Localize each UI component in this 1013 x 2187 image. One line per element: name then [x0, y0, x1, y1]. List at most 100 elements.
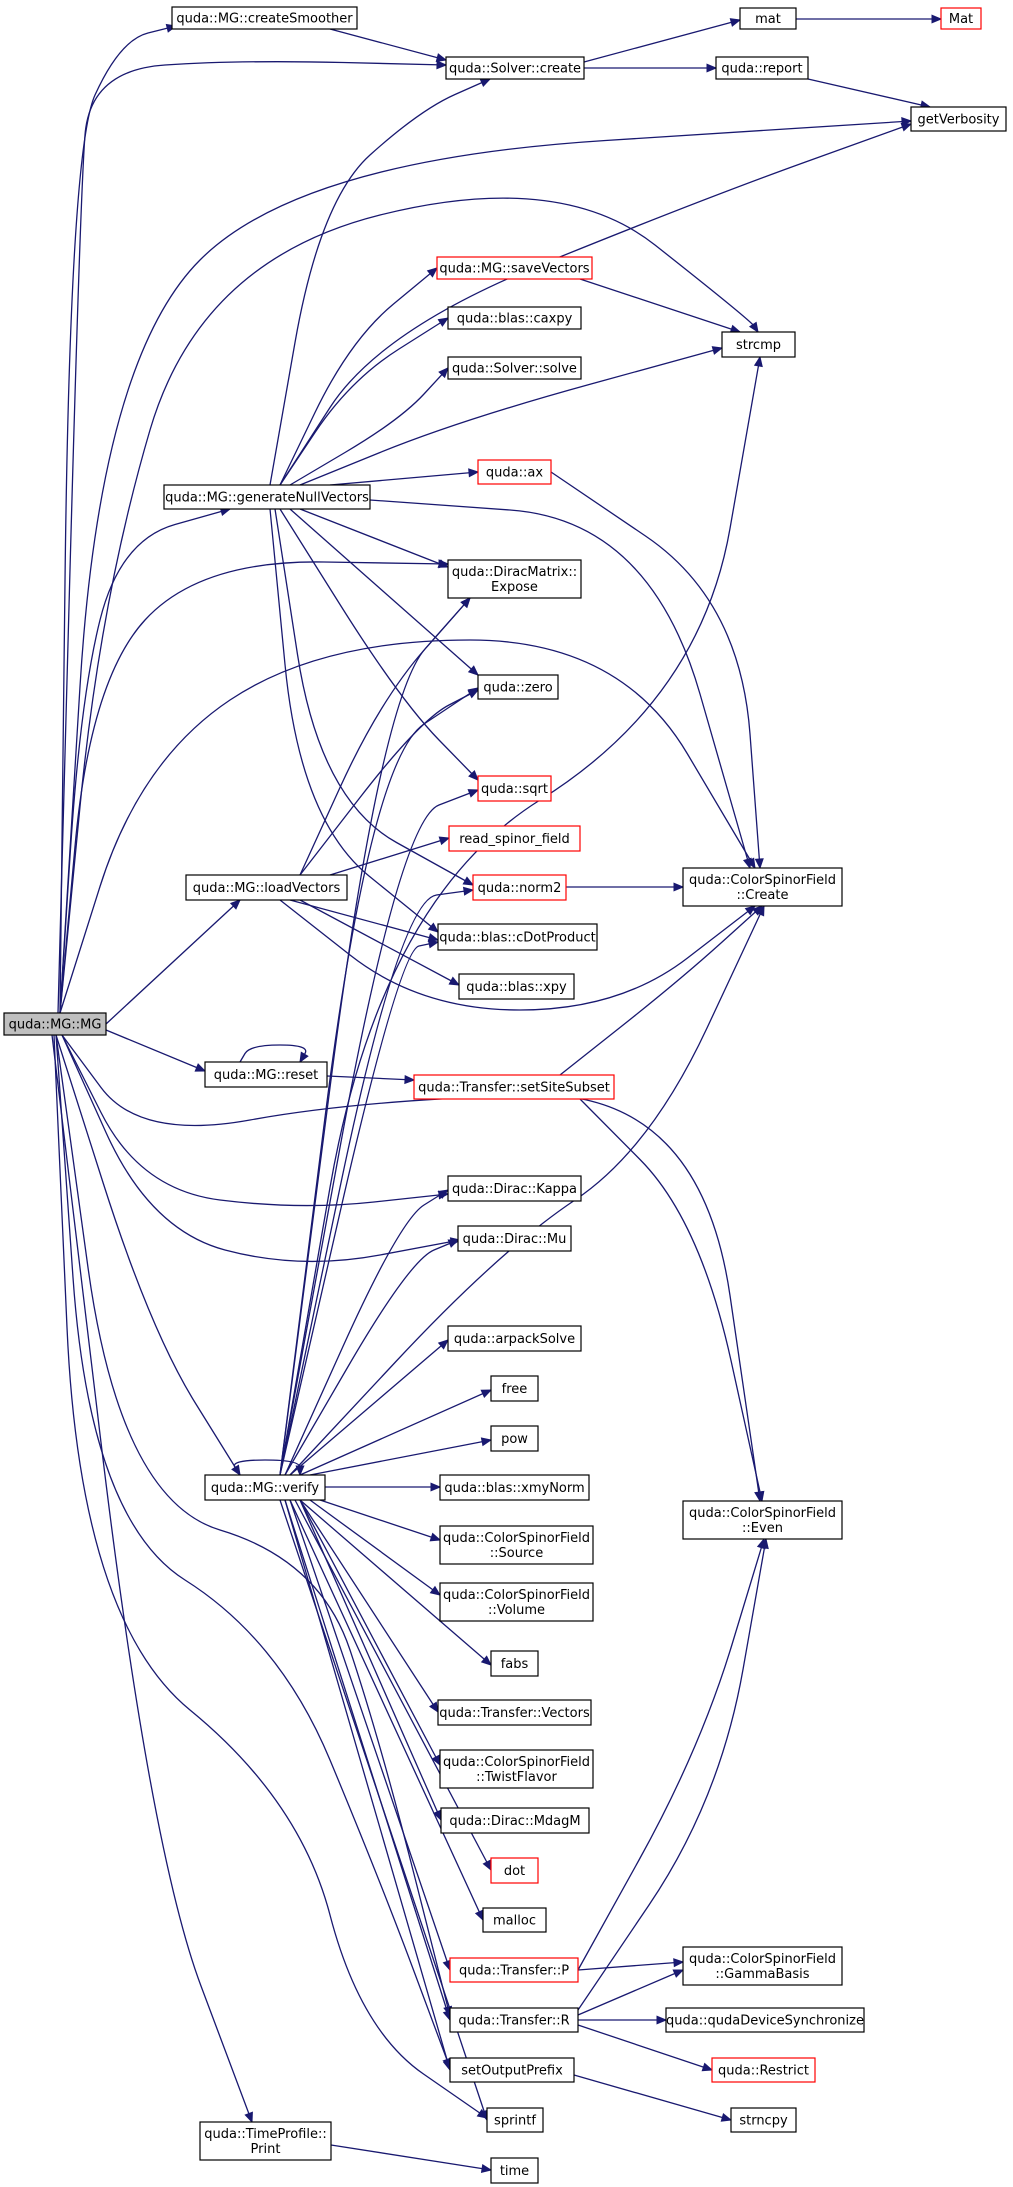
node-expose[interactable]: quda::DiracMatrix::Expose: [447, 559, 582, 599]
node-label: Expose: [491, 580, 538, 595]
node-fabs[interactable]: fabs: [490, 1650, 539, 1677]
node-time[interactable]: time: [490, 2157, 539, 2184]
node-ax[interactable]: quda::ax: [477, 459, 552, 485]
node-loadVectors[interactable]: quda::MG::loadVectors: [185, 874, 348, 901]
node-twist[interactable]: quda::ColorSpinorField::TwistFlavor: [439, 1749, 594, 1789]
edge-line: [279, 123, 912, 486]
node-strncpy[interactable]: strncpy: [730, 2107, 797, 2133]
node-genNull[interactable]: quda::MG::generateNullVectors: [163, 484, 371, 510]
node-solverSolve[interactable]: quda::Solver::solve: [447, 356, 582, 380]
edge-line: [577, 1969, 684, 2016]
node-label: quda::report: [721, 62, 802, 77]
edge-root-to-strcmp: [59, 197, 759, 1014]
edge-line: [299, 597, 471, 876]
edge-ax-to-csfCreate: [550, 471, 764, 870]
node-label: quda::MG::createSmoother: [176, 12, 353, 27]
node-pow[interactable]: pow: [490, 1425, 539, 1452]
edge-arrowhead: [429, 1701, 439, 1714]
edge-arrowhead: [427, 922, 439, 933]
node-arpack[interactable]: quda::arpackSolve: [447, 1325, 582, 1352]
node-kappa[interactable]: quda::Dirac::Kappa: [447, 1175, 582, 1202]
node-caxpy[interactable]: quda::blas::caxpy: [447, 306, 582, 330]
edge-arrowhead: [482, 1859, 492, 1872]
edge-loadVectors-to-xpy: [299, 899, 461, 986]
node-tvectors[interactable]: quda::Transfer::Vectors: [437, 1699, 592, 1726]
node-setSiteSubset[interactable]: quda::Transfer::setSiteSubset: [413, 1074, 615, 1100]
edge-line: [59, 508, 231, 1014]
node-setOutput[interactable]: setOutputPrefix: [449, 2057, 575, 2083]
edge-arrowhead: [462, 886, 475, 896]
edge-line: [55, 1034, 241, 1476]
node-mat[interactable]: mat: [739, 7, 797, 30]
node-Mat[interactable]: Mat: [940, 7, 982, 30]
node-xpy[interactable]: quda::blas::xpy: [458, 973, 575, 1000]
node-dot[interactable]: dot: [490, 1857, 539, 1884]
edge-verify-to-cDot: [279, 939, 440, 1476]
edge-line: [284, 1499, 451, 2071]
node-norm2[interactable]: quda::norm2: [472, 874, 567, 901]
edge-line: [274, 508, 474, 886]
node-solverCreate[interactable]: quda::Solver::create: [445, 56, 585, 80]
node-box: [490, 1650, 539, 1677]
edge-line: [239, 1044, 307, 1063]
node-getVerbosity[interactable]: getVerbosity: [910, 106, 1007, 132]
edge-line: [309, 1499, 441, 1596]
node-label: quda::arpackSolve: [454, 1332, 575, 1347]
edge-line: [279, 356, 761, 1476]
node-box: [448, 825, 581, 852]
node-xmyNorm[interactable]: quda::blas::xmyNorm: [439, 1474, 590, 1501]
node-sprintf[interactable]: sprintf: [486, 2107, 544, 2133]
node-malloc[interactable]: malloc: [482, 1907, 547, 1933]
node-verify[interactable]: quda::MG::verify: [204, 1474, 326, 1501]
node-report[interactable]: quda::report: [715, 56, 809, 80]
node-reset[interactable]: quda::MG::reset: [204, 1061, 328, 1088]
node-even[interactable]: quda::ColorSpinorField::Even: [682, 1500, 843, 1540]
node-cDot[interactable]: quda::blas::cDotProduct: [437, 923, 598, 951]
node-transP[interactable]: quda::Transfer::P: [449, 1957, 579, 1983]
node-createSmoother[interactable]: quda::MG::createSmoother: [171, 6, 358, 30]
node-saveVectors[interactable]: quda::MG::saveVectors: [436, 256, 593, 280]
edge-line: [279, 899, 756, 1011]
edge-arrowhead: [754, 858, 764, 870]
node-strcmp[interactable]: strcmp: [721, 331, 796, 358]
edge-verify-to-pow: [309, 1437, 493, 1476]
edge-line: [289, 1499, 451, 1971]
node-gamma[interactable]: quda::ColorSpinorField::GammaBasis: [682, 1946, 843, 1986]
edge-line: [299, 1499, 439, 1713]
node-profPrint[interactable]: quda::TimeProfile::Print: [199, 2121, 332, 2161]
edge-line: [59, 197, 759, 1014]
edge-transP-to-even: [577, 1537, 766, 1971]
node-volume[interactable]: quda::ColorSpinorField::Volume: [439, 1582, 594, 1622]
edge-arrowhead: [460, 597, 471, 609]
node-mu[interactable]: quda::Dirac::Mu: [457, 1225, 572, 1252]
node-box: [715, 56, 809, 80]
node-mdagm[interactable]: quda::Dirac::MdagM: [440, 1807, 590, 1834]
node-box: [721, 331, 796, 358]
edge-arrowhead: [438, 367, 449, 379]
node-free[interactable]: free: [490, 1375, 539, 1402]
edge-loadVectors-to-csfCreate: [279, 899, 757, 1011]
node-devsync[interactable]: quda::qudaDeviceSynchronize: [665, 2007, 865, 2033]
node-box: [449, 2057, 575, 2083]
node-box: [739, 7, 797, 30]
node-label: quda::MG::reset: [214, 1068, 318, 1083]
node-restrict[interactable]: quda::Restrict: [711, 2057, 816, 2083]
node-root[interactable]: quda::MG::MG: [3, 1012, 107, 1036]
node-label: quda::qudaDeviceSynchronize: [666, 2014, 864, 2029]
edge-root-to-kappa: [61, 1034, 450, 1207]
node-zero[interactable]: quda::zero: [477, 674, 559, 700]
edge-arrowhead: [480, 1655, 492, 1666]
node-source[interactable]: quda::ColorSpinorField::Source: [439, 1525, 594, 1565]
node-box: [185, 874, 348, 901]
edge-line: [329, 471, 479, 486]
node-box: [665, 2007, 865, 2033]
edge-line: [55, 1034, 451, 2069]
node-readSpinor[interactable]: read_spinor_field: [448, 825, 581, 852]
edge-line: [233, 1459, 301, 1476]
edge-root-to-expose: [59, 559, 450, 1014]
edge-genNull-to-expose: [299, 508, 450, 568]
node-transR[interactable]: quda::Transfer::R: [449, 2007, 579, 2033]
node-csfCreate[interactable]: quda::ColorSpinorField::Create: [682, 867, 843, 907]
edge-line: [105, 899, 241, 1025]
node-sqrt[interactable]: quda::sqrt: [477, 775, 552, 802]
